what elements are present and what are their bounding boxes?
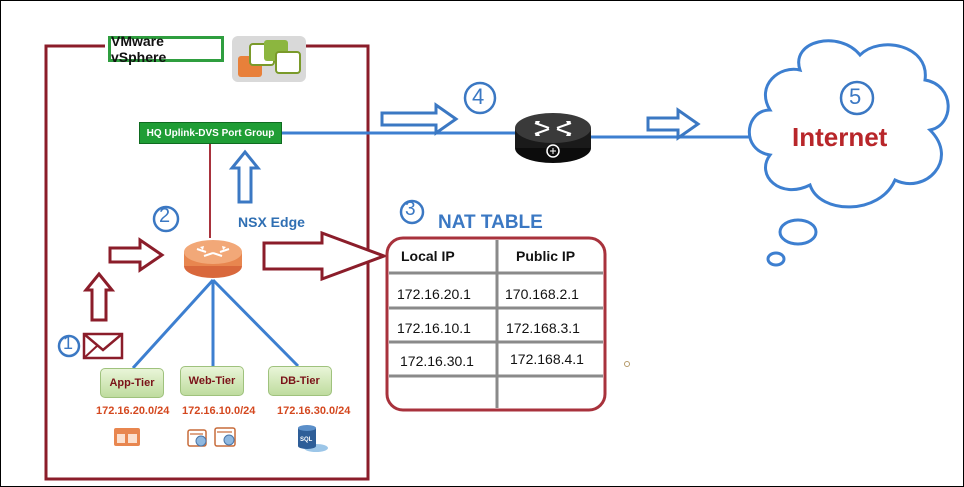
step-3-number: 3 <box>405 199 416 220</box>
right-arrow-red-2 <box>262 230 389 282</box>
port-group-label: HQ Uplink-DVS Port Group <box>146 127 275 139</box>
cloud-bubble-2 <box>766 251 786 267</box>
nat-cell-public-2: 172.168.3.1 <box>506 320 580 336</box>
step-5-number: 5 <box>849 84 862 109</box>
right-arrow-blue-1 <box>380 102 459 136</box>
nat-cell-local-3: 172.16.30.1 <box>400 353 474 369</box>
envelope-icon <box>82 332 124 360</box>
db-tier-label: DB-Tier <box>280 375 320 387</box>
nat-cell-local-1: 172.16.20.1 <box>397 286 471 302</box>
app-tier-label: App-Tier <box>109 377 155 389</box>
step-2-circle <box>152 205 180 233</box>
nsx-edge-router-icon <box>184 240 242 278</box>
right-arrow-blue-2 <box>646 107 701 141</box>
cloud-bubble-1 <box>778 218 818 246</box>
up-arrow-blue <box>228 149 262 204</box>
db-tier-box: DB-Tier <box>268 366 332 396</box>
step-1-number: 1 <box>63 333 74 353</box>
step-1-circle <box>57 334 81 358</box>
handle-dot <box>624 361 630 367</box>
vsphere-frame <box>44 44 370 481</box>
web-server-icon <box>187 427 236 447</box>
vsphere-label-text: VMware vSphere <box>111 33 167 65</box>
step-4-circle <box>463 81 497 115</box>
app-tier-subnet: 172.16.20.0/24 <box>96 405 170 417</box>
nat-cell-public-1: 170.168.2.1 <box>505 286 579 302</box>
nat-table-title: NAT TABLE <box>438 212 543 233</box>
nat-cell-local-2: 172.16.10.1 <box>397 320 471 336</box>
app-tier-box: App-Tier <box>100 368 164 398</box>
vmware-logo-icon <box>232 36 306 82</box>
window-icon <box>114 428 140 446</box>
vsphere-label: VMware vSphere <box>108 33 224 65</box>
edge-db-line <box>211 278 300 368</box>
cloud-icon <box>747 39 950 209</box>
sql-database-icon: SQL <box>298 425 328 452</box>
step-4-number: 4 <box>472 84 485 109</box>
web-tier-box: Web-Tier <box>180 366 244 396</box>
up-arrow-red <box>82 271 116 322</box>
nat-cell-public-3: 172.168.4.1 <box>510 351 584 367</box>
right-arrow-red-1 <box>108 237 165 273</box>
internet-label: Internet <box>792 122 888 152</box>
nat-header-public: Public IP <box>516 248 576 264</box>
edge-app-line <box>131 278 215 370</box>
web-tier-label: Web-Tier <box>188 375 236 387</box>
step-2-number: 2 <box>159 205 171 227</box>
web-tier-subnet: 172.16.10.0/24 <box>182 405 256 417</box>
nsx-edge-label: NSX Edge <box>238 214 305 230</box>
port-group-box: HQ Uplink-DVS Port Group <box>139 122 282 144</box>
step-5-circle <box>839 80 875 116</box>
step-3-circle <box>399 199 425 225</box>
router-icon <box>515 113 591 163</box>
db-tier-subnet: 172.16.30.0/24 <box>277 405 351 417</box>
nat-header-local: Local IP <box>401 248 455 264</box>
svg-text:SQL: SQL <box>300 437 313 443</box>
